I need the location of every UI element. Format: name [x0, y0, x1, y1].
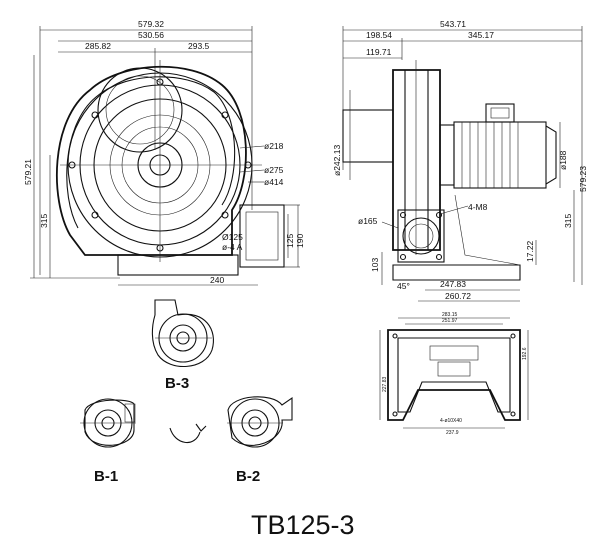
dim-dia-275: ø275	[264, 165, 284, 175]
dim-103: 103	[370, 258, 380, 272]
dim-bolt: 4-M8	[468, 202, 488, 212]
dim-345-17: 345.17	[468, 30, 494, 40]
dim-579-23: 579.23	[578, 166, 588, 192]
base-view: 283.15 251.97 227.83 192.6 4-ø10X40 237.…	[379, 312, 529, 436]
base-dim-227: 227.83	[382, 376, 388, 392]
dim-125: 125	[285, 234, 295, 248]
dim-198-54: 198.54	[366, 30, 392, 40]
dim-315-left: 315	[39, 214, 49, 228]
dim-247: 247.83	[440, 279, 466, 289]
dim-165: ø165	[358, 216, 378, 226]
orientation-b2: B-2	[227, 396, 293, 485]
dim-530-56: 530.56	[138, 30, 164, 40]
dim-240: 240	[210, 275, 224, 285]
base-dim-192: 192.6	[522, 347, 528, 360]
dim-45: 45°	[397, 281, 410, 291]
dim-315-right: 315	[563, 214, 573, 228]
side-view: 543.71 198.54 345.17 119.71 ø242.13 ø188	[332, 19, 588, 302]
dim-285-82: 285.82	[85, 41, 111, 51]
dim-188: ø188	[558, 150, 568, 170]
dim-dia-218: ø218	[264, 141, 284, 151]
inlet-label: Ø125	[222, 232, 243, 242]
dim-17: 17.22	[525, 240, 535, 262]
base-dim-4x10: 4-ø10X40	[440, 418, 462, 424]
dim-579-32: 579.32	[138, 19, 164, 29]
label-b2: B-2	[236, 468, 260, 485]
dim-242: ø242.13	[332, 145, 342, 176]
base-dim-251: 251.97	[442, 318, 458, 324]
dim-119-71: 119.71	[366, 47, 392, 57]
base-dim-283: 283.15	[442, 312, 458, 318]
dim-dia-414: ø414	[264, 177, 284, 187]
dim-260: 260.72	[445, 291, 471, 301]
rotation-arrow	[169, 423, 207, 443]
label-b3: B-3	[165, 375, 189, 392]
dim-293-5: 293.5	[188, 41, 210, 51]
orientation-b3: B-3	[151, 299, 214, 392]
dim-579-21: 579.21	[23, 159, 33, 185]
model-title: TB125-3	[251, 510, 355, 540]
base-dim-237: 237.9	[446, 430, 459, 436]
dim-190: 190	[295, 234, 305, 248]
inlet-sub: ø-4 A	[222, 242, 243, 252]
label-b1: B-1	[94, 468, 118, 485]
front-view: 579.32 530.56 285.82 293.5 579.21 315	[23, 19, 305, 286]
dim-543-71: 543.71	[440, 19, 466, 29]
orientation-b1: B-1	[80, 398, 136, 485]
